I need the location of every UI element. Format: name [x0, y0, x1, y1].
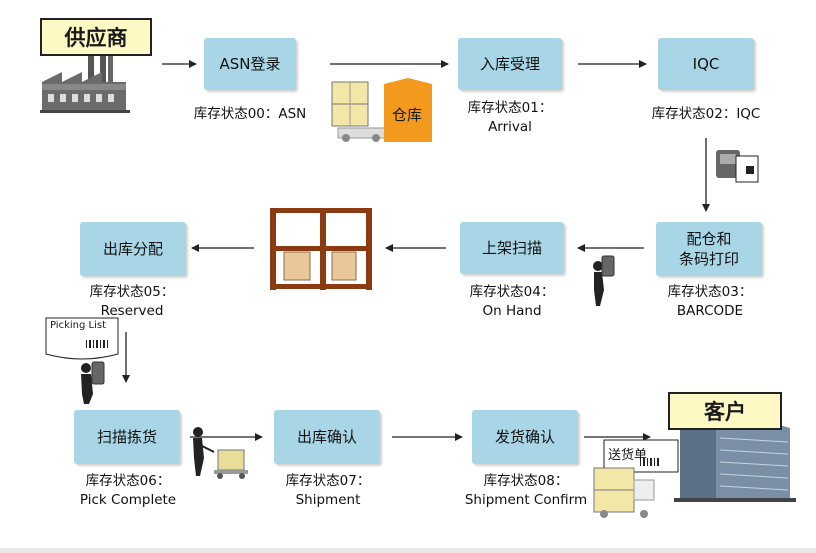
status-outbound-code: 库存状态07：	[285, 473, 371, 489]
worker-scanner-icon	[593, 255, 615, 306]
picker-worker-icon	[81, 361, 105, 404]
outbound-crates-icon	[593, 467, 655, 518]
status-barcode-name: BARCODE	[676, 303, 744, 319]
cart-worker-icon	[193, 427, 248, 479]
status-putaway-name: On Hand	[482, 303, 542, 319]
picking-list-label: Picking List	[50, 320, 107, 331]
step-putaway-box[interactable]: 上架扫描	[460, 222, 564, 274]
inbound-crates-icon	[331, 81, 387, 142]
customer-building-icon	[674, 408, 796, 502]
factory-icon	[40, 46, 130, 113]
status-barcode-code: 库存状态03：	[667, 284, 753, 300]
step-barcode-label-line1: 配仓和	[686, 230, 732, 248]
status-asn: 库存状态00：ASN	[193, 106, 307, 122]
bottom-divider	[0, 548, 816, 553]
step-barcode-label-line2: 条码打印	[678, 250, 739, 268]
status-allocate-name: Reserved	[100, 303, 164, 319]
step-outbound-box[interactable]: 出库确认	[274, 410, 380, 464]
step-pick-box[interactable]: 扫描拣货	[74, 410, 180, 464]
status-receipt-name: Arrival	[488, 119, 532, 135]
status-receipt-code: 库存状态01：	[467, 100, 553, 116]
step-pick-label: 扫描拣货	[96, 428, 157, 446]
supplier-label: 供应商	[40, 18, 152, 56]
status-pick-code: 库存状态06：	[85, 473, 171, 489]
step-ship-label: 发货确认	[494, 428, 555, 446]
step-iqc-label: IQC	[692, 55, 720, 73]
picking-list-document	[45, 317, 119, 360]
status-ship-name: Shipment Confirm	[464, 492, 588, 508]
customer-label: 客户	[668, 392, 782, 430]
warehouse-label: 仓库	[392, 106, 423, 124]
status-putaway-code: 库存状态04：	[469, 284, 555, 300]
warehouse-shelf-icon	[270, 208, 372, 290]
status-pick-name: Pick Complete	[79, 492, 177, 508]
delivery-note-icon	[603, 439, 679, 473]
step-outbound-label: 出库确认	[296, 428, 357, 446]
step-barcode-box[interactable]: 配仓和 条码打印	[656, 222, 762, 276]
step-allocate-box[interactable]: 出库分配	[80, 222, 186, 276]
step-ship-box[interactable]: 发货确认	[472, 410, 578, 464]
step-receipt-box[interactable]: 入库受理	[458, 38, 562, 90]
inspection-scanner-icon	[716, 150, 759, 183]
flow-arrows	[122, 60, 710, 441]
status-outbound-name: Shipment	[295, 492, 361, 508]
status-iqc: 库存状态02：IQC	[651, 106, 761, 122]
step-asn-label: ASN登录	[219, 55, 281, 73]
warehouse-arrow-shape	[384, 78, 432, 142]
status-ship-code: 库存状态08：	[483, 473, 569, 489]
step-allocate-label: 出库分配	[102, 240, 163, 258]
status-allocate-code: 库存状态05：	[89, 284, 175, 300]
step-asn-box[interactable]: ASN登录	[204, 38, 296, 90]
step-putaway-label: 上架扫描	[481, 239, 542, 257]
step-iqc-box[interactable]: IQC	[658, 38, 754, 90]
delivery-note-label: 送货单	[608, 448, 648, 463]
step-receipt-label: 入库受理	[479, 55, 540, 73]
